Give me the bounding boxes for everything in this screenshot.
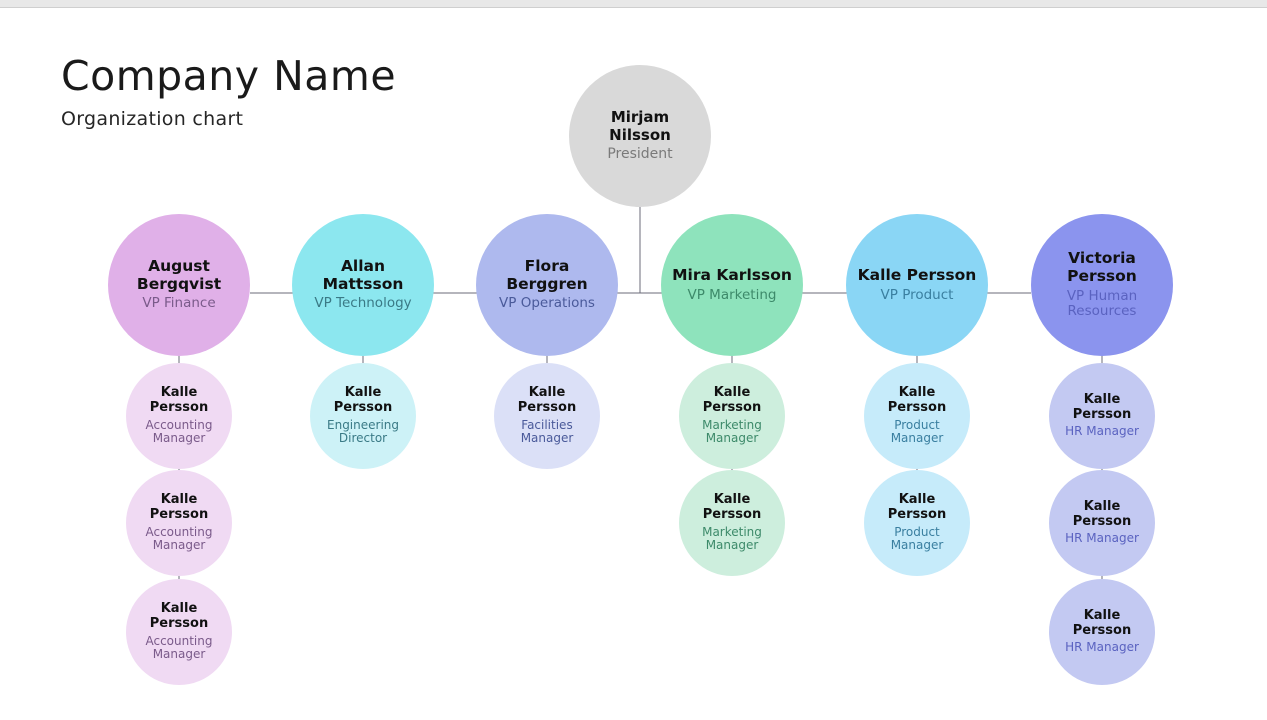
person-role: VP Finance xyxy=(142,295,216,312)
person-role: VP Operations xyxy=(499,295,595,312)
person-role: VP Marketing xyxy=(687,286,777,303)
person-role: VP Technology xyxy=(314,295,412,312)
org-node-vp-product[interactable]: Kalle Persson VP Product xyxy=(846,214,988,356)
page-title: Company Name xyxy=(61,52,397,100)
org-node-vp-marketing[interactable]: Mira Karlsson VP Marketing xyxy=(661,214,803,356)
person-role: HR Manager xyxy=(1065,531,1139,546)
person-role: HR Manager xyxy=(1065,640,1139,655)
page-subtitle: Organization chart xyxy=(61,107,244,130)
person-role: HR Manager xyxy=(1065,424,1139,439)
title-block: Company Name Organization chart xyxy=(61,52,397,130)
person-name: Kalle Persson xyxy=(857,265,977,284)
window-top-chrome xyxy=(0,0,1267,8)
person-role: President xyxy=(607,145,673,162)
person-role: VP Product xyxy=(880,286,954,303)
person-name: Mira Karlsson xyxy=(672,265,792,284)
